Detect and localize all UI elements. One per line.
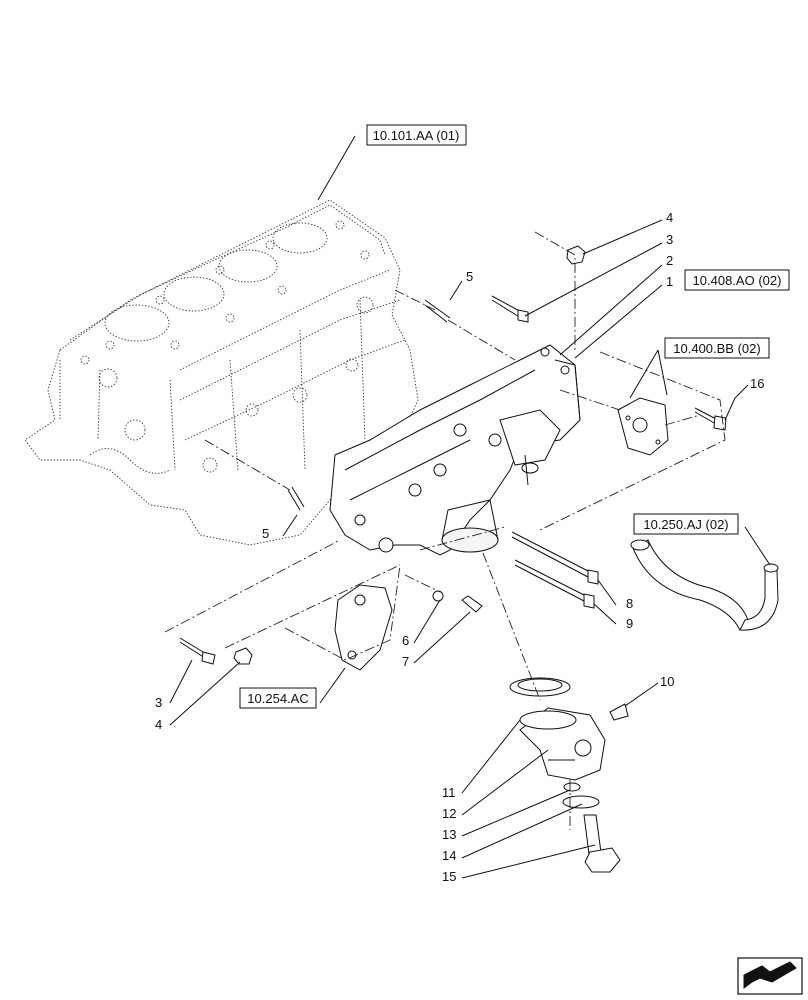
ref-gasket: 10.400.BB (02) [664, 337, 770, 359]
ref-bracket: 10.254.AC [239, 687, 317, 709]
callout-13: 13 [442, 827, 456, 842]
assembly-lines [164, 231, 726, 830]
callout-10: 10 [660, 674, 674, 689]
coolant-hose [630, 539, 779, 631]
ref-hose: 10.250.AJ (02) [633, 513, 739, 535]
callout-4-left: 4 [155, 717, 162, 732]
callout-16: 16 [750, 376, 764, 391]
callout-7: 7 [402, 654, 409, 669]
svg-text:10.408.AO (02): 10.408.AO (02) [693, 273, 782, 288]
callout-5-top: 5 [466, 269, 473, 284]
oil-filter-head [509, 677, 606, 781]
arrow-navigation-icon[interactable] [737, 957, 803, 995]
callout-2: 2 [666, 253, 673, 268]
svg-text:10.254.AC: 10.254.AC [247, 691, 308, 706]
callout-9: 9 [626, 616, 633, 631]
callout-11: 11 [442, 785, 456, 800]
callout-12: 12 [442, 806, 456, 821]
svg-text:10.400.BB (02): 10.400.BB (02) [673, 341, 760, 356]
nut-top [566, 245, 586, 265]
svg-text:10.250.AJ (02): 10.250.AJ (02) [643, 517, 728, 532]
callout-6: 6 [402, 633, 409, 648]
callout-4-top: 4 [666, 210, 673, 225]
svg-text:10.101.AA (01): 10.101.AA (01) [373, 128, 460, 143]
oil-cooler-housing [329, 344, 581, 556]
callout-15: 15 [442, 869, 456, 884]
ref-top-right: 10.408.AO (02) [684, 269, 790, 291]
callout-numbers: 4 3 2 1 5 16 5 3 4 6 7 8 9 10 11 12 13 1… [155, 210, 764, 884]
callout-5-left: 5 [262, 526, 269, 541]
cooler-gasket [617, 397, 669, 456]
leader-lines [169, 135, 771, 879]
ref-engine-block: 10.101.AA (01) [366, 124, 467, 146]
callout-8: 8 [626, 596, 633, 611]
engine-block [24, 199, 419, 546]
callout-3-top: 3 [666, 232, 673, 247]
support-bracket [334, 584, 393, 671]
callout-3-left: 3 [155, 695, 162, 710]
callout-1: 1 [666, 274, 673, 289]
callout-14: 14 [442, 848, 456, 863]
fasteners [179, 245, 727, 873]
